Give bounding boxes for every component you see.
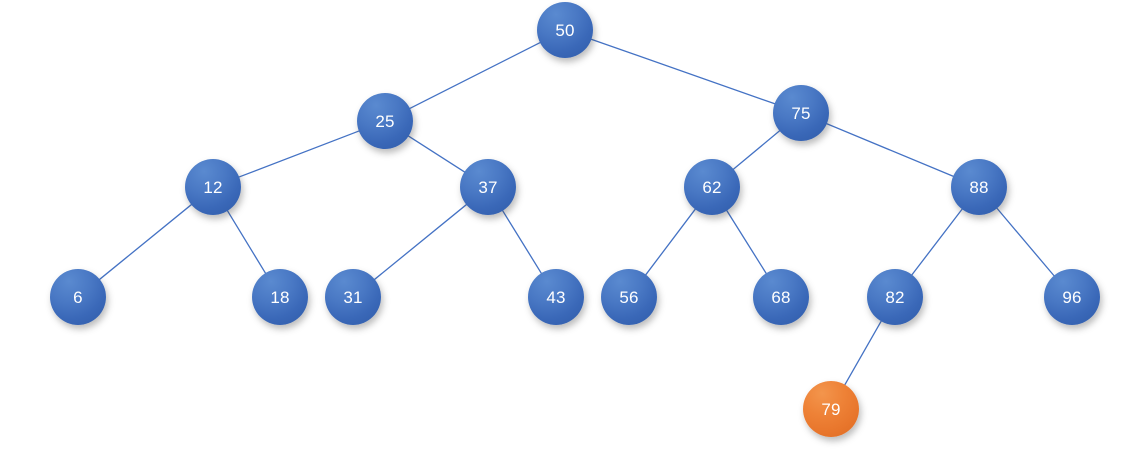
tree-node-label: 88 <box>969 177 989 197</box>
tree-node-37[interactable]: 37 <box>460 159 516 215</box>
tree-node-88[interactable]: 88 <box>951 159 1007 215</box>
tree-node-96[interactable]: 96 <box>1044 269 1100 325</box>
tree-node-43[interactable]: 43 <box>528 269 584 325</box>
tree-edge <box>843 319 883 387</box>
tree-node-label: 56 <box>619 287 639 307</box>
tree-edge <box>501 209 543 275</box>
tree-edge <box>825 122 955 178</box>
tree-edge <box>589 38 777 105</box>
tree-node-label: 62 <box>702 177 722 197</box>
tree-node-50[interactable]: 50 <box>537 2 593 58</box>
tree-edge <box>407 134 466 174</box>
tree-edge <box>226 209 267 275</box>
tree-node-label: 25 <box>375 111 395 131</box>
tree-edge <box>910 207 964 277</box>
tree-node-label: 37 <box>478 177 498 197</box>
tree-node-25[interactable]: 25 <box>357 93 413 149</box>
tree-edge <box>98 203 193 281</box>
tree-edge <box>237 130 361 178</box>
tree-edge <box>995 206 1056 278</box>
tree-node-label: 50 <box>555 20 575 40</box>
tree-node-31[interactable]: 31 <box>325 269 381 325</box>
tree-edge <box>725 209 768 275</box>
tree-edge <box>644 207 697 277</box>
tree-node-68[interactable]: 68 <box>753 269 809 325</box>
tree-node-6[interactable]: 6 <box>50 269 106 325</box>
tree-edge <box>373 203 468 281</box>
tree-node-label: 82 <box>885 287 905 307</box>
tree-node-label: 75 <box>791 103 811 123</box>
tree-node-82[interactable]: 82 <box>867 269 923 325</box>
tree-node-79[interactable]: 79 <box>803 381 859 437</box>
tree-node-56[interactable]: 56 <box>601 269 657 325</box>
tree-node-label: 96 <box>1062 287 1082 307</box>
tree-node-12[interactable]: 12 <box>185 159 241 215</box>
tree-node-label: 68 <box>771 287 791 307</box>
tree-node-label: 12 <box>203 177 223 197</box>
tree-node-label: 43 <box>546 287 566 307</box>
tree-node-18[interactable]: 18 <box>252 269 308 325</box>
tree-node-label: 31 <box>343 287 363 307</box>
tree-node-label: 6 <box>73 287 83 307</box>
tree-node-label: 79 <box>821 399 841 419</box>
tree-node-62[interactable]: 62 <box>684 159 740 215</box>
tree-node-label: 18 <box>270 287 290 307</box>
tree-edge <box>732 129 781 171</box>
tree-edge <box>408 41 542 110</box>
tree-node-75[interactable]: 75 <box>773 85 829 141</box>
